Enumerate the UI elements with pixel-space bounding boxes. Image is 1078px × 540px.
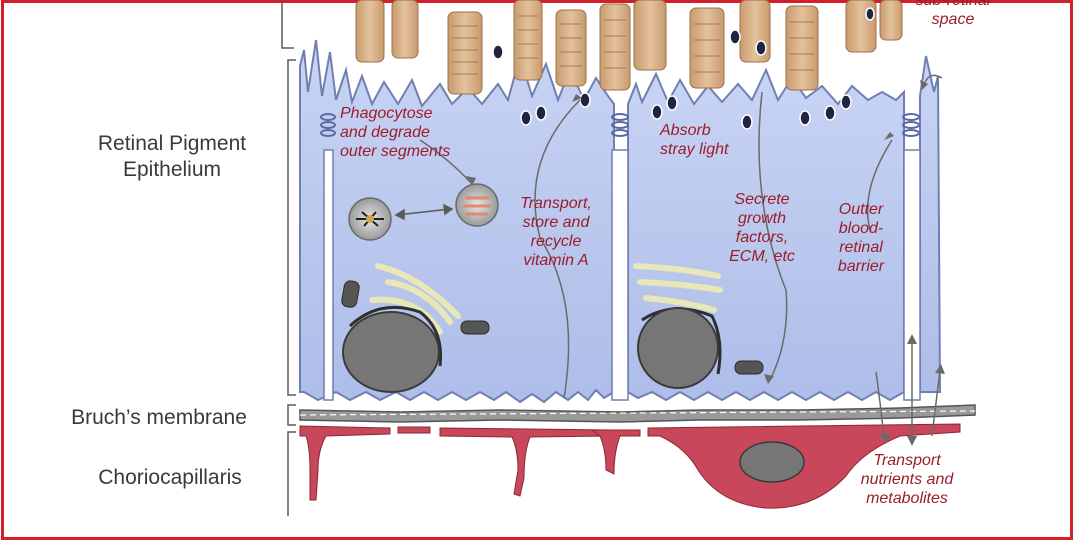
double-arrow-vesicles <box>394 203 454 221</box>
arrow-phagocytose <box>419 139 471 183</box>
choriocapillaris-label: Choriocapillaris <box>98 466 242 489</box>
tight-junctions <box>320 113 920 137</box>
subretinal-space-annotation: sub-retinal space <box>900 0 1006 29</box>
process-arrows <box>419 74 943 440</box>
rpe-label-line-1: Retinal Pigment <box>97 132 247 155</box>
layer-brackets <box>281 0 296 516</box>
secrete-line-2: growth <box>737 210 787 227</box>
golgi-right <box>633 263 723 313</box>
arrow-vitamin-a <box>534 99 581 399</box>
arrow-heads <box>466 80 945 446</box>
rpe-label: Retinal Pigment Epithelium <box>72 131 272 183</box>
absorb-line-2: stray light <box>660 141 729 158</box>
arrow-barrier <box>866 139 893 231</box>
rpe-label-line-2: Epithelium <box>122 158 222 181</box>
barrier-annotation: Outter blood- retinal barrier <box>818 200 904 276</box>
arrow-nutrients-up-2 <box>931 369 941 437</box>
bruchs-membrane <box>299 404 976 423</box>
photoreceptor-outer-segments <box>355 0 903 95</box>
nutrients-annotation: Transport nutrients and metabolites <box>842 451 972 508</box>
nucleus-left <box>342 311 440 393</box>
nutrients-line-1: Transport <box>873 452 941 469</box>
subretinal-line-2: space <box>931 11 975 28</box>
outer-segment-disc-lines <box>452 15 814 75</box>
lysosome <box>455 183 499 227</box>
rpe-cell-left <box>299 39 615 404</box>
bruch-bracket <box>287 404 296 426</box>
phagosome <box>348 197 392 241</box>
choriocapillaris-vessels <box>299 423 961 509</box>
absorb-light-annotation: Absorb stray light <box>660 121 752 159</box>
barrier-line-4: barrier <box>837 258 885 275</box>
nutrients-line-2: nutrients and <box>860 471 954 488</box>
rpe-bracket <box>287 59 296 396</box>
cell-junction-middle <box>611 149 629 401</box>
transport-line-1: Transport, <box>520 195 592 212</box>
nutrients-line-3: metabolites <box>866 490 948 507</box>
rpe-cell-edge <box>919 55 942 393</box>
secrete-line-1: Secrete <box>734 191 790 208</box>
subretinal-line-1: sub-retinal <box>915 0 991 9</box>
transport-line-4: vitamin A <box>523 252 589 269</box>
transport-line-2: store and <box>522 214 590 231</box>
mitochondria <box>341 280 764 375</box>
diagram-artwork <box>281 0 976 516</box>
nuclei <box>342 305 722 393</box>
melanosomes <box>492 7 875 130</box>
rpe-cells <box>299 39 942 404</box>
arrow-growth-factors <box>758 91 788 381</box>
phago-line-3: outer segments <box>340 143 451 160</box>
golgi-left <box>369 263 461 335</box>
barrier-line-2: blood- <box>838 220 884 237</box>
secrete-line-3: factors, <box>735 229 789 246</box>
chorio-bracket <box>287 431 296 516</box>
bruchs-membrane-label: Bruch’s membrane <box>71 406 247 429</box>
phago-line-2: and degrade <box>340 124 430 141</box>
phago-line-1: Phagocytose <box>340 105 433 122</box>
capillary-endothelial-nucleus <box>739 441 805 483</box>
absorb-line-1: Absorb <box>660 122 711 139</box>
barrier-line-3: retinal <box>839 239 883 256</box>
barrier-line-1: Outter <box>838 201 884 218</box>
nucleus-right <box>637 307 719 389</box>
arrow-nutrients-down <box>875 371 885 439</box>
secrete-annotation: Secrete growth factors, ECM, etc <box>714 190 810 266</box>
transport-line-3: recycle <box>530 233 582 250</box>
phagocytose-annotation: Phagocytose and degrade outer segments <box>340 104 496 161</box>
secrete-line-4: ECM, etc <box>729 248 795 265</box>
photoreceptor-bracket <box>281 0 294 49</box>
vitamin-a-annotation: Transport, store and recycle vitamin A <box>506 194 606 270</box>
cell-junction-left <box>323 149 334 401</box>
